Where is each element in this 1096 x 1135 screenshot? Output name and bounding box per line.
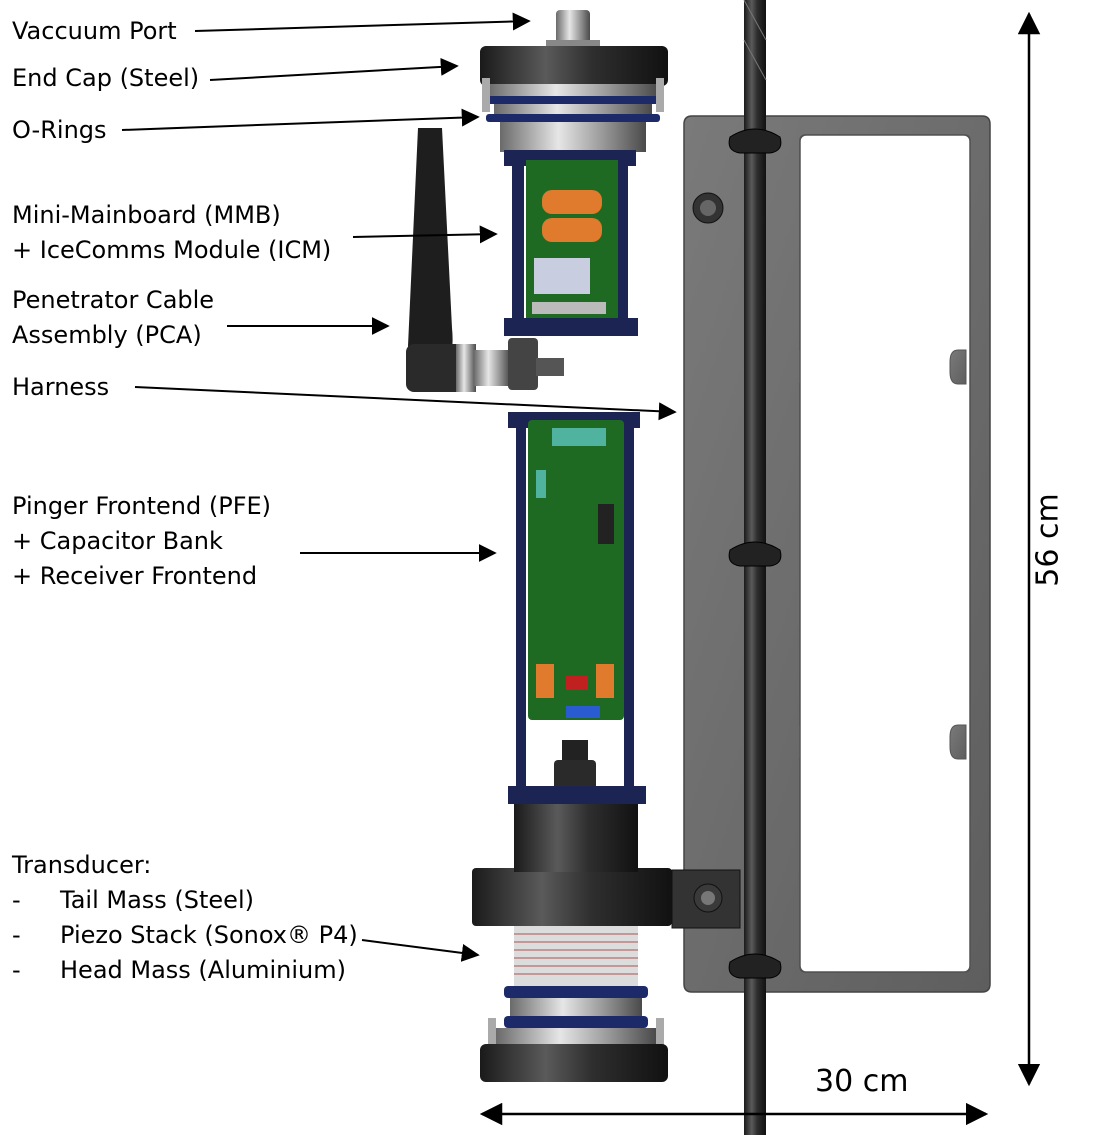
mmb-board <box>504 150 638 336</box>
arrow-vacuum-port <box>194 12 531 32</box>
bullet-dash: - <box>12 886 21 914</box>
arrow-harness <box>134 386 677 421</box>
label-transducer-item: - Piezo Stack (Sonox® P4) <box>12 918 358 953</box>
arrow-o-rings <box>121 108 480 131</box>
piezo-stack <box>514 926 638 986</box>
head-mass <box>480 986 668 1082</box>
label-head-mass: Head Mass (Aluminium) <box>60 956 346 984</box>
end-cap-top <box>480 10 668 152</box>
arrow-mmb <box>352 225 498 244</box>
arrow-end-cap <box>209 57 459 81</box>
label-pfe-line-1: Pinger Frontend (PFE) <box>12 492 272 520</box>
clamp-bracket <box>472 868 741 929</box>
label-pca: Penetrator Cable Assembly (PCA) <box>12 283 214 353</box>
label-pfe: Pinger Frontend (PFE) + Capacitor Bank +… <box>12 489 271 594</box>
width-dimension-label: 30 cm <box>815 1064 909 1099</box>
label-transducer-item: - Tail Mass (Steel) <box>12 883 358 918</box>
label-piezo-stack: Piezo Stack (Sonox® P4) <box>60 921 358 949</box>
label-pca-line-1: Penetrator Cable <box>12 286 215 314</box>
label-transducer-title: Transducer: <box>12 851 152 879</box>
label-end-cap: End Cap (Steel) <box>12 64 200 92</box>
steel-cable <box>728 0 782 1135</box>
label-transducer-item: - Head Mass (Aluminium) <box>12 953 358 988</box>
bullet-dash: - <box>12 921 21 949</box>
label-harness: Harness <box>12 373 110 401</box>
label-mmb: Mini-Mainboard (MMB) + IceComms Module (… <box>12 198 331 268</box>
label-vacuum-port: Vaccuum Port <box>12 17 177 45</box>
bullet-dash: - <box>12 956 21 984</box>
label-pfe-line-3: + Receiver Frontend <box>12 562 258 590</box>
pfe-board <box>508 412 640 788</box>
label-o-rings: O-Rings <box>12 116 107 144</box>
arrow-transducer <box>361 939 480 962</box>
label-tail-mass: Tail Mass (Steel) <box>60 886 254 914</box>
leader-arrows <box>121 12 677 962</box>
label-transducer: Transducer: - Tail Mass (Steel) - Piezo St… <box>12 848 358 988</box>
height-dimension-label: 56 cm <box>1030 493 1066 587</box>
penetrator-cable <box>406 128 564 392</box>
label-pca-line-2: Assembly (PCA) <box>12 321 202 349</box>
label-pfe-line-2: + Capacitor Bank <box>12 527 223 555</box>
label-mmb-line-1: Mini-Mainboard (MMB) <box>12 201 281 229</box>
label-mmb-line-2: + IceComms Module (ICM) <box>12 236 332 264</box>
tail-mass <box>508 740 646 872</box>
